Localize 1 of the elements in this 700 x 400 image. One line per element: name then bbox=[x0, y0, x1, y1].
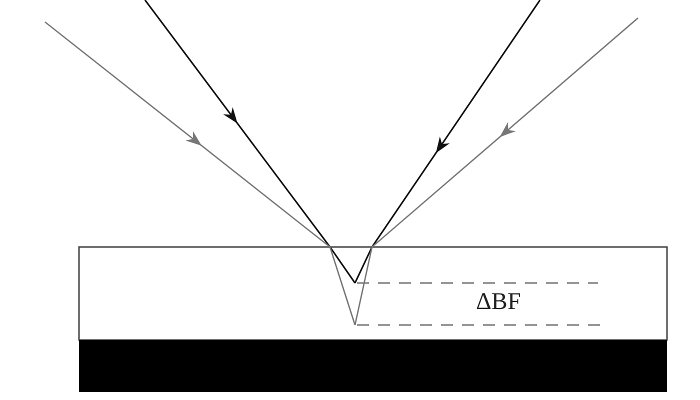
focus-shift-label: ΔBF bbox=[476, 289, 521, 316]
